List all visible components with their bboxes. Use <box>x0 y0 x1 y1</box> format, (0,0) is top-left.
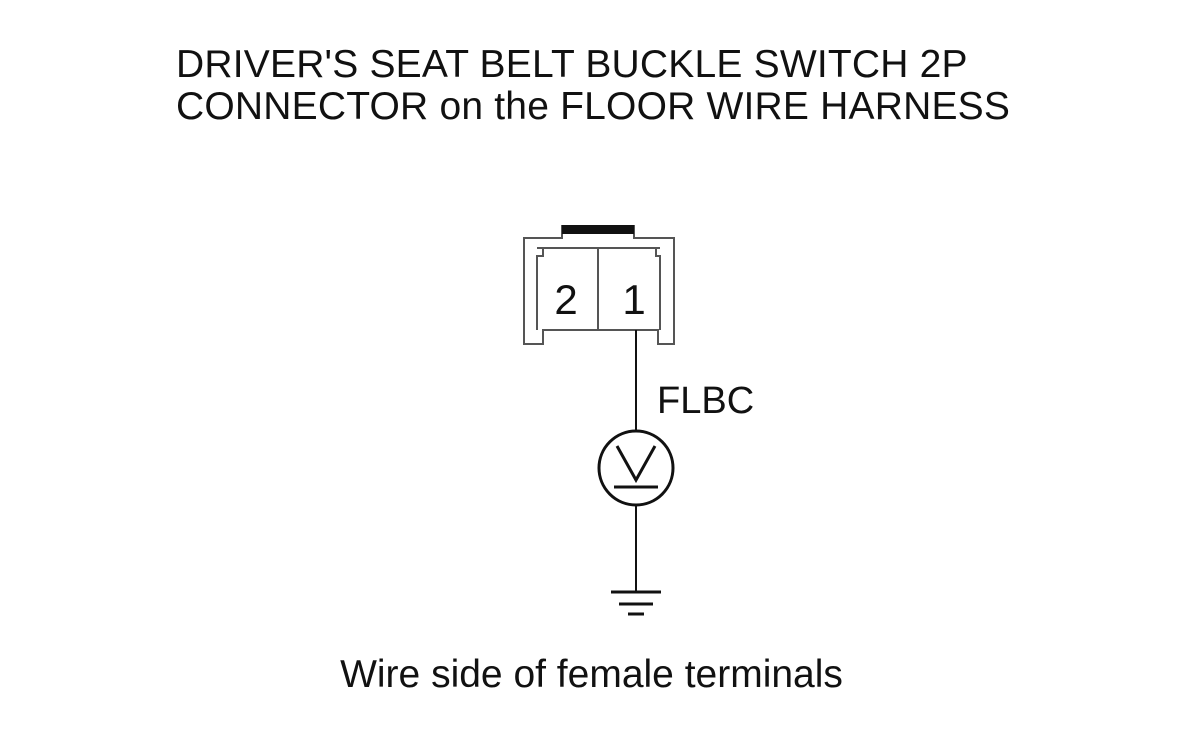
title-line-1: DRIVER'S SEAT BELT BUCKLE SWITCH 2P <box>176 43 968 86</box>
connector-lock-tab <box>562 225 634 234</box>
voltmeter-icon <box>597 429 675 507</box>
ground-icon <box>611 590 661 616</box>
connector-housing <box>523 225 675 345</box>
wire-label: FLBC <box>657 380 754 422</box>
page-title: DRIVER'S SEAT BELT BUCKLE SWITCH 2P CONN… <box>176 44 1010 128</box>
terminal-2-label: 2 <box>554 276 577 323</box>
terminal-1-label: 1 <box>622 276 645 323</box>
voltmeter-circle <box>597 429 675 507</box>
voltmeter-v-mark <box>615 445 657 484</box>
connector: 2 1 <box>523 225 675 345</box>
title-line-2: CONNECTOR on the FLOOR WIRE HARNESS <box>176 85 1011 128</box>
diagram-caption: Wire side of female terminals <box>340 653 843 696</box>
